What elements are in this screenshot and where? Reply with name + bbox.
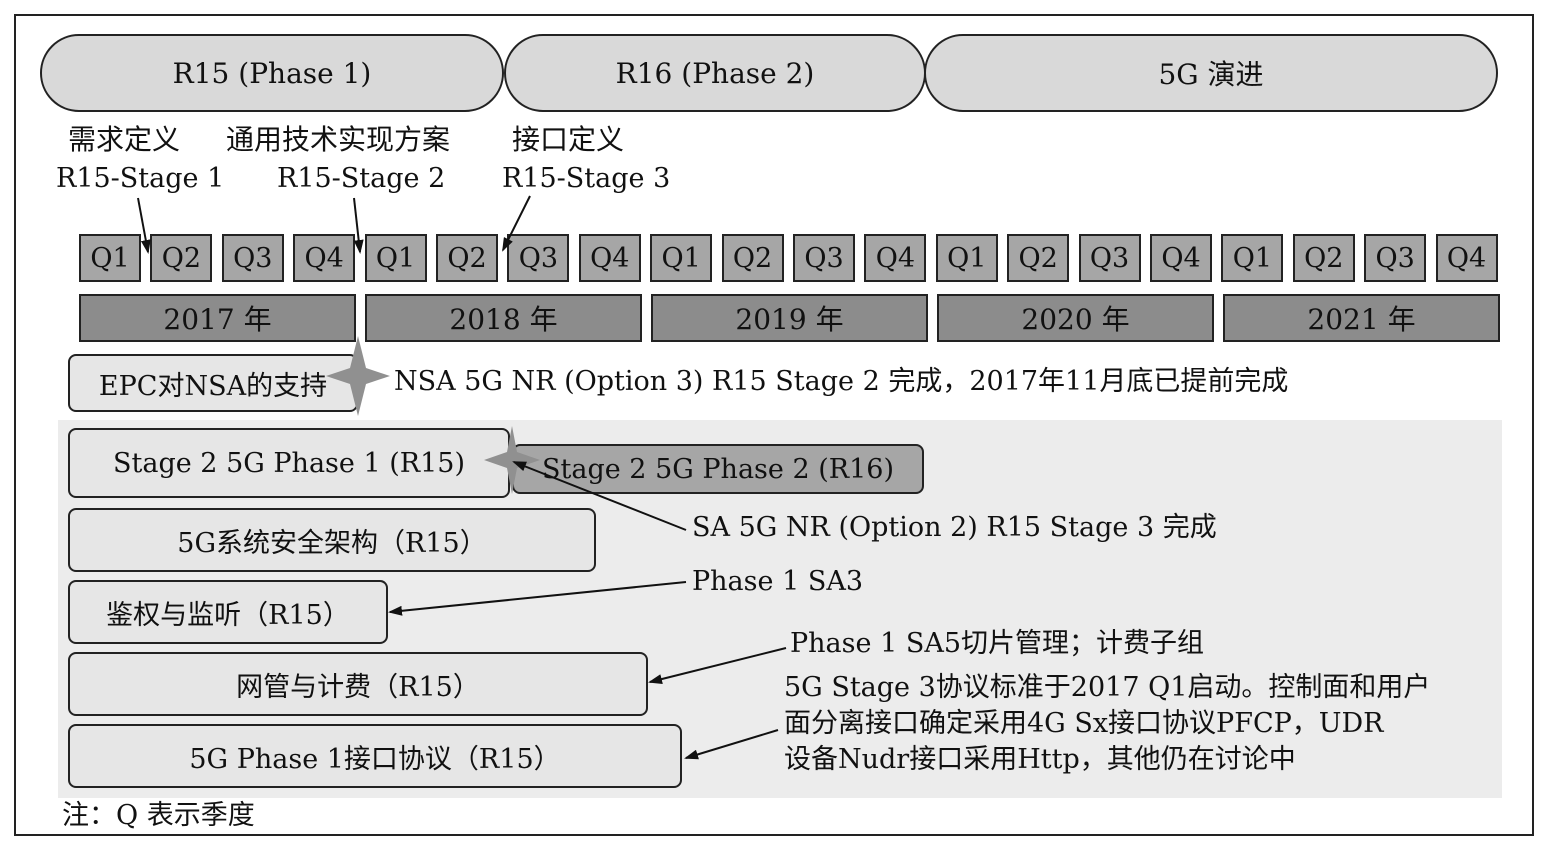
- task-auth-label: 鉴权与监听（R15）: [106, 599, 350, 631]
- year-label: 2017 年: [163, 303, 272, 336]
- quarter-box: Q1: [935, 234, 998, 282]
- arrow-stage1: [137, 197, 151, 254]
- sa-milestone-star-icon: [484, 426, 540, 494]
- phase-5g-evolution: 5G 演进: [924, 34, 1498, 112]
- quarter-box: Q2: [721, 234, 784, 282]
- stage2-sub: R15-Stage 2: [277, 163, 446, 194]
- quarter-label: Q3: [804, 242, 844, 274]
- task-security-label: 5G系统安全架构（R15）: [177, 527, 487, 559]
- stage1-sub: R15-Stage 1: [56, 163, 225, 194]
- quarter-label: Q1: [947, 242, 987, 274]
- year-2021: 2021 年: [1223, 294, 1500, 342]
- quarter-label: Q4: [1446, 242, 1487, 274]
- stage3-sub: R15-Stage 3: [502, 163, 671, 194]
- quarter-label: Q4: [875, 242, 916, 274]
- quarter-box: Q4: [293, 234, 356, 282]
- quarter-label: Q1: [661, 242, 701, 274]
- quarter-box: Q3: [1364, 234, 1427, 282]
- quarter-label: Q3: [518, 242, 559, 274]
- year-label: 2018 年: [449, 303, 558, 336]
- arrow-sa3-note: [388, 581, 687, 616]
- task-stage2-phase1: Stage 2 5G Phase 1 (R15): [68, 428, 510, 498]
- quarter-box: Q1: [79, 234, 141, 282]
- quarter-label: Q4: [1161, 242, 1201, 274]
- task-interface-label: 5G Phase 1接口协议（R15）: [189, 743, 561, 775]
- arrow-stage2: [353, 197, 364, 254]
- year-2017: 2017 年: [79, 294, 356, 342]
- stage2-title: 通用技术实现方案: [226, 123, 451, 156]
- stage3-title: 接口定义: [512, 123, 625, 156]
- quarter-label: Q1: [90, 242, 130, 274]
- quarter-box: Q4: [864, 234, 927, 282]
- arrow-interface-note: [684, 729, 779, 760]
- quarter-label: Q2: [447, 242, 487, 274]
- quarter-box: Q2: [1007, 234, 1070, 282]
- quarter-box: Q2: [1292, 234, 1355, 282]
- interface-note-1: 5G Stage 3协议标准于2017 Q1启动。控制面和用户: [784, 672, 1431, 703]
- sa-note: SA 5G NR (Option 2) R15 Stage 3 完成: [692, 512, 1217, 543]
- task-stage2-phase1-label: Stage 2 5G Phase 1 (R15): [113, 447, 465, 479]
- quarter-label: Q4: [304, 242, 344, 274]
- phase-evolution-label: 5G 演进: [1158, 58, 1264, 91]
- interface-note-2: 面分离接口确定采用4G Sx接口协议PFCP，UDR: [784, 708, 1384, 739]
- task-security: 5G系统安全架构（R15）: [68, 508, 596, 572]
- task-stage2-phase2-label: Stage 2 5G Phase 2 (R16): [542, 453, 894, 485]
- quarter-box: Q3: [1078, 234, 1141, 282]
- quarter-box: Q4: [1435, 234, 1498, 282]
- quarter-label: Q2: [161, 242, 202, 274]
- task-auth: 鉴权与监听（R15）: [68, 580, 388, 644]
- arrow-sa-note: [512, 461, 687, 531]
- quarter-label: Q2: [1018, 242, 1058, 274]
- year-2018: 2018 年: [365, 294, 642, 342]
- nsa-milestone-star-icon: [326, 336, 390, 416]
- year-2020: 2020 年: [937, 294, 1214, 342]
- quarter-box: Q3: [793, 234, 855, 282]
- arrow-stage3: [502, 195, 531, 252]
- quarter-label: Q2: [732, 242, 773, 274]
- task-epc-label: EPC对NSA的支持: [98, 370, 328, 402]
- phase-r16-label: R16 (Phase 2): [615, 56, 815, 90]
- task-interface: 5G Phase 1接口协议（R15）: [68, 724, 682, 788]
- quarter-box: Q4: [578, 234, 641, 282]
- phase-r15: R15 (Phase 1): [40, 34, 504, 112]
- stage1-title: 需求定义: [68, 123, 181, 156]
- nsa-note: NSA 5G NR (Option 3) R15 Stage 2 完成，2017…: [394, 366, 1289, 397]
- diagram-frame: [14, 14, 1534, 836]
- quarter-label: Q3: [1375, 242, 1415, 274]
- interface-note-3: 设备Nudr接口采用Http，其他仍在讨论中: [784, 744, 1296, 775]
- quarter-box: Q2: [150, 234, 213, 282]
- quarter-box: Q3: [221, 234, 284, 282]
- task-epc-nsa: EPC对NSA的支持: [68, 354, 358, 412]
- phase-r16: R16 (Phase 2): [504, 34, 926, 112]
- footnote: 注：Q 表示季度: [62, 800, 255, 831]
- phase-r15-label: R15 (Phase 1): [172, 56, 372, 90]
- year-label: 2021 年: [1307, 303, 1416, 336]
- year-label: 2020 年: [1021, 303, 1130, 336]
- quarter-box: Q1: [1221, 234, 1284, 282]
- quarter-label: Q2: [1304, 242, 1344, 274]
- quarter-label: Q3: [1089, 242, 1130, 274]
- quarter-label: Q4: [590, 242, 630, 274]
- task-mgmt: 网管与计费（R15）: [68, 652, 648, 716]
- quarter-box: Q3: [507, 234, 570, 282]
- quarter-label: Q3: [233, 242, 273, 274]
- year-label: 2019 年: [735, 303, 844, 336]
- year-2019: 2019 年: [651, 294, 928, 342]
- task-mgmt-label: 网管与计费（R15）: [236, 671, 480, 703]
- sa3-note: Phase 1 SA3: [692, 566, 864, 597]
- quarter-box: Q2: [436, 234, 498, 282]
- quarter-label: Q1: [375, 242, 416, 274]
- quarter-box: Q4: [1150, 234, 1212, 282]
- sa5-note: Phase 1 SA5切片管理；计费子组: [790, 628, 1205, 659]
- quarter-box: Q1: [364, 234, 427, 282]
- task-stage2-phase2: Stage 2 5G Phase 2 (R16): [512, 444, 924, 494]
- arrow-sa5-note: [648, 647, 787, 684]
- quarter-box: Q1: [650, 234, 713, 282]
- quarter-label: Q1: [1232, 242, 1273, 274]
